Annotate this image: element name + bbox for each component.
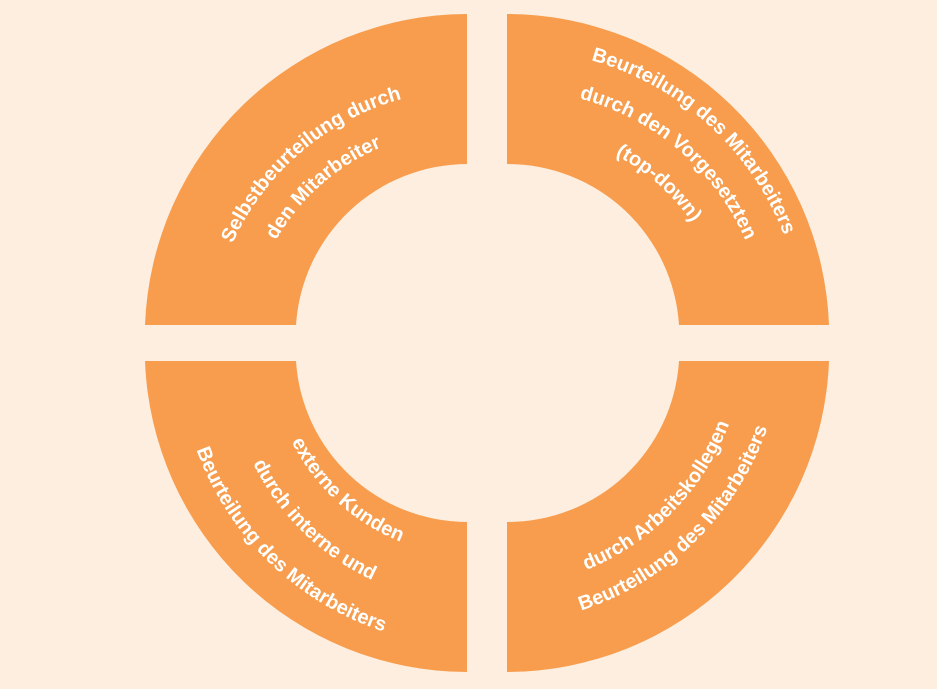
segment-top-right <box>507 14 829 325</box>
segment-bottom-right <box>507 361 829 672</box>
segment-bottom-left <box>145 361 467 672</box>
segment-top-left <box>145 14 467 325</box>
